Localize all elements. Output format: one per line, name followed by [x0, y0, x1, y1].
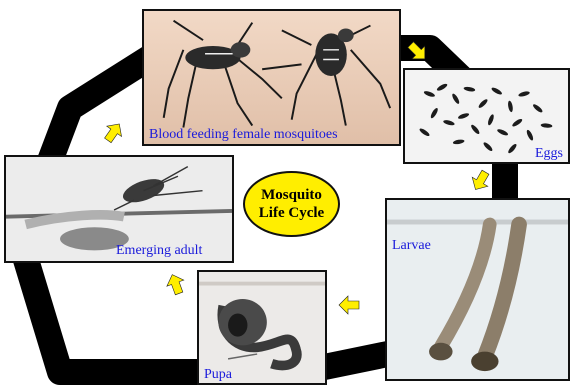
caption-larvae: Larvae — [392, 238, 431, 254]
center-title-line2: Life Cycle — [259, 204, 324, 222]
panel-emerging-adult: Emerging adult — [4, 155, 234, 263]
caption-blood-feeding: Blood feeding female mosquitoes — [149, 127, 338, 143]
panel-larvae: Larvae — [385, 198, 570, 381]
arrow-eggs-to-larvae — [468, 168, 494, 194]
caption-pupa: Pupa — [204, 367, 232, 383]
center-title-ellipse: Mosquito Life Cycle — [243, 171, 340, 237]
arrow-feeding-to-eggs — [404, 38, 431, 65]
arrow-larvae-to-pupa — [339, 296, 359, 314]
caption-emerging-adult: Emerging adult — [116, 243, 202, 259]
blood-feeding-photo — [144, 11, 399, 144]
larvae-photo — [387, 200, 568, 379]
panel-eggs: Eggs — [403, 68, 570, 164]
panel-blood-feeding: Blood feeding female mosquitoes — [142, 9, 401, 146]
arrow-pupa-to-adult — [164, 272, 188, 297]
center-title-line1: Mosquito — [261, 186, 322, 204]
caption-eggs: Eggs — [535, 146, 563, 162]
arrow-adult-to-feeding — [100, 119, 126, 146]
panel-pupa: Pupa — [197, 270, 327, 385]
